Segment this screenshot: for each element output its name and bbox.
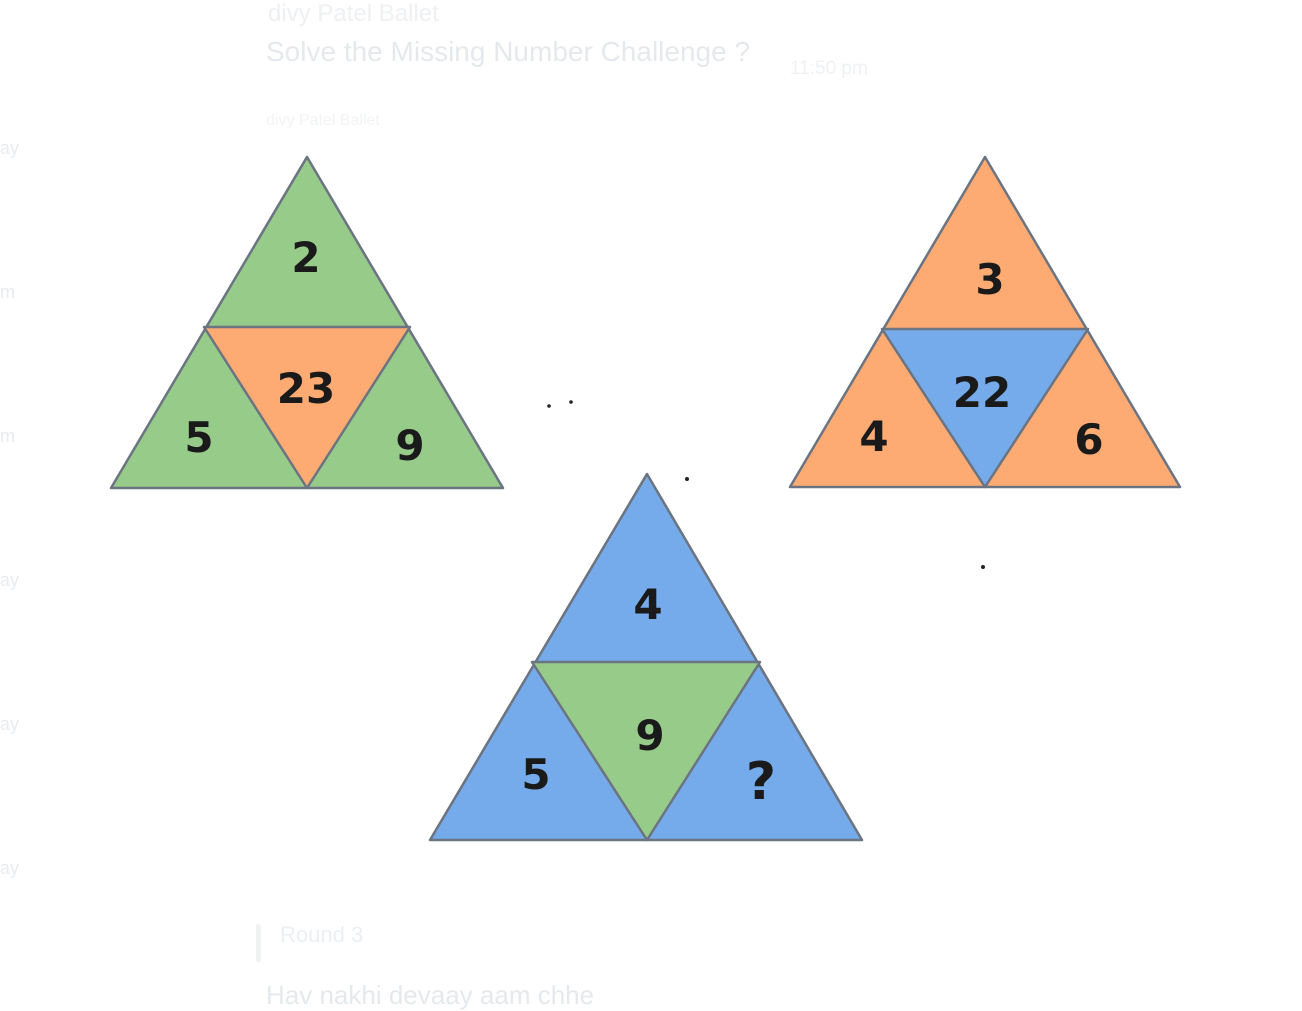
- chat-list-edge-label: m: [0, 282, 15, 302]
- triangle-right-top-number: 3: [975, 255, 1004, 304]
- chat-message-text: Solve the Missing Number Challenge ?: [266, 36, 751, 67]
- chat-sender-name: divy Patel Ballet: [268, 0, 439, 27]
- stray-dot: [547, 404, 551, 408]
- chat-sender-name-2: divy Patel Ballet: [266, 112, 380, 129]
- triangle-bottom-top-number: 4: [633, 580, 662, 629]
- triangle-right-center-number: 22: [953, 368, 1011, 417]
- triangle-bottom-inner: [530, 660, 762, 842]
- triangle-right-inner: [880, 327, 1090, 489]
- triangle-left: 2 23 5 9: [109, 155, 505, 490]
- stray-dot: [569, 400, 573, 404]
- triangle-bottom-missing-number: ?: [746, 752, 776, 812]
- stray-dot: [981, 565, 985, 569]
- triangle-right: 3 22 4 6: [788, 155, 1182, 489]
- triangle-left-right-number: 9: [395, 421, 424, 470]
- reply-quote-bar: [256, 924, 261, 962]
- chat-list-edge-label: ay: [0, 858, 20, 878]
- stray-dot: [685, 477, 689, 481]
- chat-timestamp: 11:50 pm: [790, 58, 868, 79]
- triangle-left-top-number: 2: [291, 233, 320, 282]
- triangle-bottom-left-number: 5: [521, 750, 550, 799]
- triangle-left-center-number: 23: [277, 364, 335, 413]
- chat-list-edge-label: ay: [0, 714, 20, 734]
- triangle-bottom: 4 9 5 ?: [428, 472, 864, 842]
- triangle-left-inner: [202, 325, 412, 490]
- reply-quote-text: Round 3: [280, 922, 364, 947]
- triangle-bottom-center-number: 9: [635, 711, 664, 760]
- chat-list-edge-label: ay: [0, 138, 20, 158]
- chat-list-edge-label: ay: [0, 570, 20, 590]
- chat-list-edge-label: m: [0, 426, 15, 446]
- triangle-left-left-number: 5: [184, 413, 213, 462]
- triangle-right-left-number: 4: [859, 412, 888, 461]
- triangle-right-right-number: 6: [1074, 415, 1103, 464]
